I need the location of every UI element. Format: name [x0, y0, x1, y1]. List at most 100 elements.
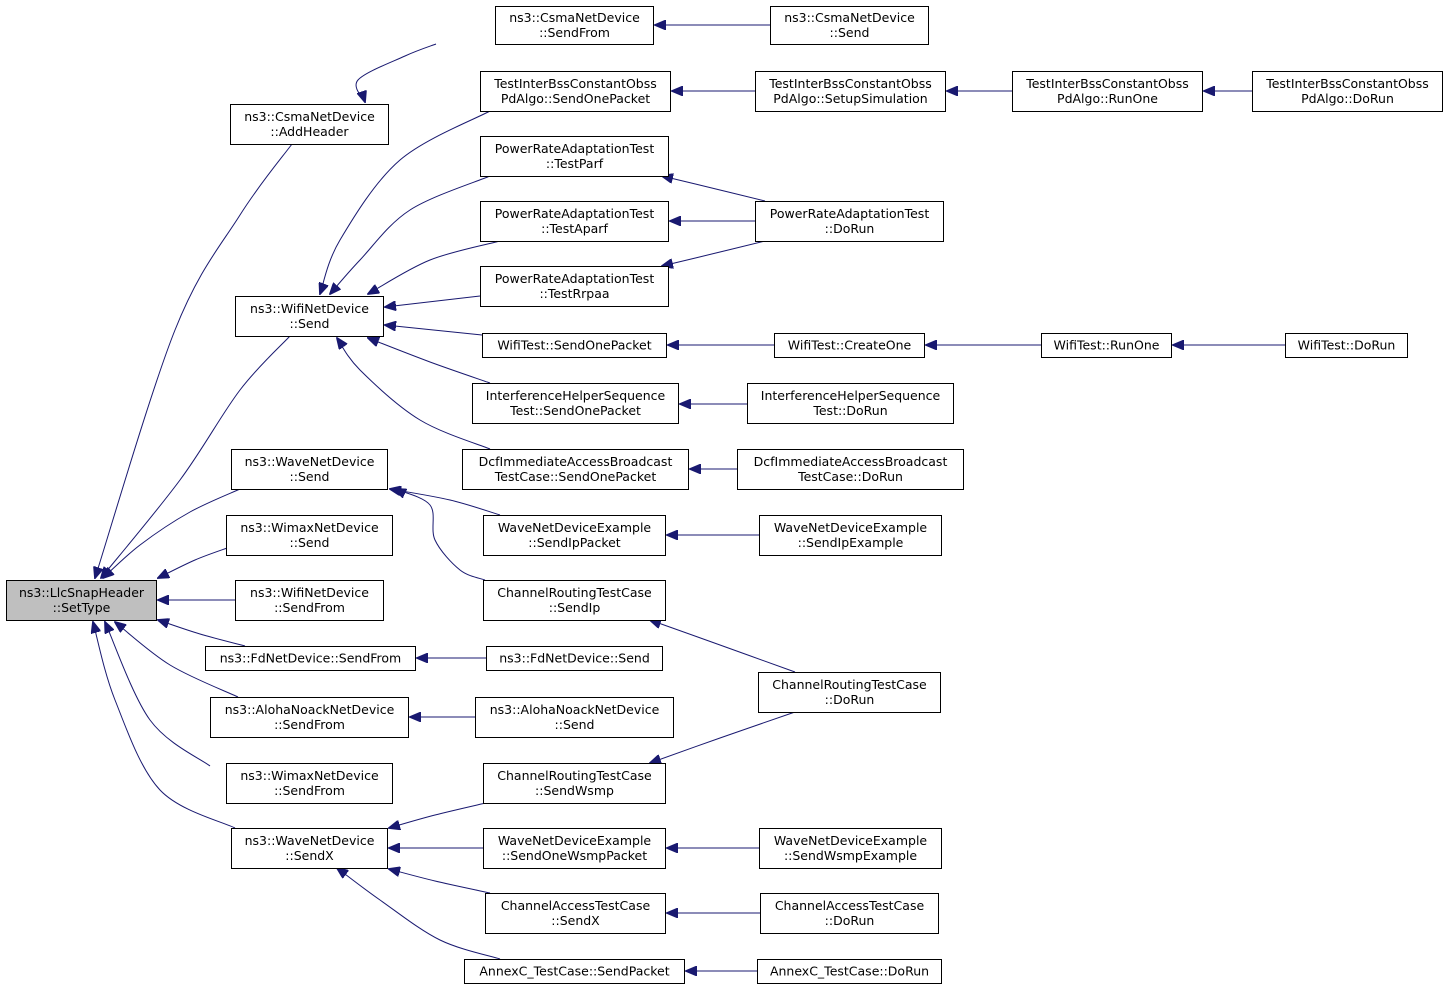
node-prat-rrpaa[interactable]: PowerRateAdaptationTest::TestRrpaa	[480, 266, 669, 307]
node-wnde-send-one-wsmp[interactable]: WaveNetDeviceExample::SendOneWsmpPacket	[483, 828, 666, 869]
node-wimax-send[interactable]: ns3::WimaxNetDevice::Send	[226, 515, 393, 556]
node-wave-send[interactable]: ns3::WaveNetDevice::Send	[231, 449, 388, 490]
node-label-line: ::SendFrom	[274, 783, 345, 798]
node-box[interactable]	[760, 893, 939, 934]
node-box[interactable]	[6, 580, 157, 621]
node-prat-do-run[interactable]: PowerRateAdaptationTest::DoRun	[755, 201, 944, 242]
node-box[interactable]	[482, 333, 667, 358]
node-wimax-send-from[interactable]: ns3::WimaxNetDevice::SendFrom	[226, 763, 393, 804]
node-label-line: ns3::WaveNetDevice	[245, 454, 375, 469]
node-annexc-do-run[interactable]: AnnexC_TestCase::DoRun	[757, 959, 942, 984]
node-box[interactable]	[205, 646, 416, 671]
node-box[interactable]	[480, 266, 669, 307]
node-box[interactable]	[483, 828, 666, 869]
node-label-line: WifiTest::DoRun	[1298, 338, 1396, 353]
node-fd-send-from[interactable]: ns3::FdNetDevice::SendFrom	[205, 646, 416, 671]
node-label-line: ::SendFrom	[274, 717, 345, 732]
node-csma-add-header[interactable]: ns3::CsmaNetDevice::AddHeader	[230, 104, 389, 145]
node-wave-send-x[interactable]: ns3::WaveNetDevice::SendX	[231, 828, 388, 869]
node-box[interactable]	[758, 672, 941, 713]
node-aloha-send[interactable]: ns3::AlohaNoackNetDevice::Send	[475, 697, 674, 738]
node-prat-aparf[interactable]: PowerRateAdaptationTest::TestAparf	[480, 201, 669, 242]
node-box[interactable]	[1285, 333, 1408, 358]
node-label-line: ChannelAccessTestCase	[501, 898, 651, 913]
node-label-line: TestCase::SendOnePacket	[494, 469, 657, 484]
node-box[interactable]	[1252, 71, 1443, 112]
node-wifi-send[interactable]: ns3::WifiNetDevice::Send	[235, 296, 384, 337]
node-box[interactable]	[483, 580, 666, 621]
node-label-line: ::DoRun	[825, 913, 875, 928]
node-wifi-send-from[interactable]: ns3::WifiNetDevice::SendFrom	[235, 580, 384, 621]
node-box[interactable]	[235, 296, 384, 337]
node-label-line: WaveNetDeviceExample	[774, 520, 928, 535]
node-box[interactable]	[737, 449, 964, 490]
node-fd-send[interactable]: ns3::FdNetDevice::Send	[486, 646, 663, 671]
node-box[interactable]	[770, 6, 929, 45]
node-dcf-send-one[interactable]: DcfImmediateAccessBroadcastTestCase::Sen…	[462, 449, 689, 490]
node-label-line: WifiTest::RunOne	[1054, 338, 1160, 353]
node-box[interactable]	[464, 959, 685, 984]
node-box[interactable]	[226, 515, 393, 556]
node-box[interactable]	[759, 515, 942, 556]
node-annexc-send-packet[interactable]: AnnexC_TestCase::SendPacket	[464, 959, 685, 984]
node-dcf-do-run[interactable]: DcfImmediateAccessBroadcastTestCase::DoR…	[737, 449, 964, 490]
node-box[interactable]	[1041, 333, 1172, 358]
node-wifitest-send-one[interactable]: WifiTest::SendOnePacket	[482, 333, 667, 358]
node-cat-send-x[interactable]: ChannelAccessTestCase::SendX	[485, 893, 666, 934]
node-tibss-send-one[interactable]: TestInterBssConstantObssPdAlgo::SendOneP…	[480, 71, 671, 112]
node-label-line: TestInterBssConstantObss	[1025, 76, 1189, 91]
node-box[interactable]	[747, 383, 954, 424]
node-wifitest-create-one[interactable]: WifiTest::CreateOne	[774, 333, 925, 358]
node-box[interactable]	[226, 763, 393, 804]
node-box[interactable]	[480, 201, 669, 242]
node-box[interactable]	[757, 959, 942, 984]
node-box[interactable]	[235, 580, 384, 621]
node-label-line: ::Send	[290, 469, 330, 484]
node-box[interactable]	[1012, 71, 1203, 112]
node-box[interactable]	[755, 201, 944, 242]
edge-wave-send-to-set-type	[103, 488, 241, 578]
node-box[interactable]	[486, 646, 663, 671]
edge-fd-send-from-to-set-type	[158, 620, 246, 647]
node-wnde-send-wsmp-example[interactable]: WaveNetDeviceExample::SendWsmpExample	[759, 828, 942, 869]
node-wifitest-do-run[interactable]: WifiTest::DoRun	[1285, 333, 1408, 358]
node-box[interactable]	[759, 828, 942, 869]
node-prat-parf[interactable]: PowerRateAdaptationTest::TestParf	[480, 136, 669, 177]
edge-ihs-send-one-to-wifi-send	[368, 338, 491, 384]
node-crt-do-run[interactable]: ChannelRoutingTestCase::DoRun	[758, 672, 941, 713]
node-box[interactable]	[495, 6, 654, 45]
edge-crt-send-ip-to-wave-send	[395, 489, 486, 581]
node-csma-send[interactable]: ns3::CsmaNetDevice::Send	[770, 6, 929, 45]
node-box[interactable]	[774, 333, 925, 358]
node-cat-do-run[interactable]: ChannelAccessTestCase::DoRun	[760, 893, 939, 934]
node-csma-send-from[interactable]: ns3::CsmaNetDevice::SendFrom	[495, 6, 654, 45]
node-wnde-send-ip-example[interactable]: WaveNetDeviceExample::SendIpExample	[759, 515, 942, 556]
node-box[interactable]	[480, 71, 671, 112]
node-box[interactable]	[483, 763, 666, 804]
node-crt-send-wsmp[interactable]: ChannelRoutingTestCase::SendWsmp	[483, 763, 666, 804]
node-set-type[interactable]: ns3::LlcSnapHeader::SetType	[6, 580, 157, 621]
node-box[interactable]	[462, 449, 689, 490]
node-box[interactable]	[755, 71, 946, 112]
node-aloha-send-from[interactable]: ns3::AlohaNoackNetDevice::SendFrom	[210, 697, 409, 738]
node-box[interactable]	[231, 449, 388, 490]
node-box[interactable]	[483, 515, 666, 556]
node-label-line: InterferenceHelperSequence	[761, 388, 941, 403]
node-box[interactable]	[475, 697, 674, 738]
node-box[interactable]	[485, 893, 666, 934]
node-wnde-send-ip[interactable]: WaveNetDeviceExample::SendIpPacket	[483, 515, 666, 556]
edge-wimax-send-from-to-set-type	[105, 622, 211, 767]
node-box[interactable]	[210, 697, 409, 738]
node-box[interactable]	[230, 104, 389, 145]
node-box[interactable]	[472, 383, 679, 424]
node-crt-send-ip[interactable]: ChannelRoutingTestCase::SendIp	[483, 580, 666, 621]
node-box[interactable]	[231, 828, 388, 869]
node-wifitest-run-one[interactable]: WifiTest::RunOne	[1041, 333, 1172, 358]
node-box[interactable]	[480, 136, 669, 177]
nodes-layer: ns3::LlcSnapHeader::SetType ns3::CsmaNetD…	[6, 6, 1443, 984]
node-tibss-setup[interactable]: TestInterBssConstantObssPdAlgo::SetupSim…	[755, 71, 946, 112]
node-ihs-send-one[interactable]: InterferenceHelperSequenceTest::SendOneP…	[472, 383, 679, 424]
